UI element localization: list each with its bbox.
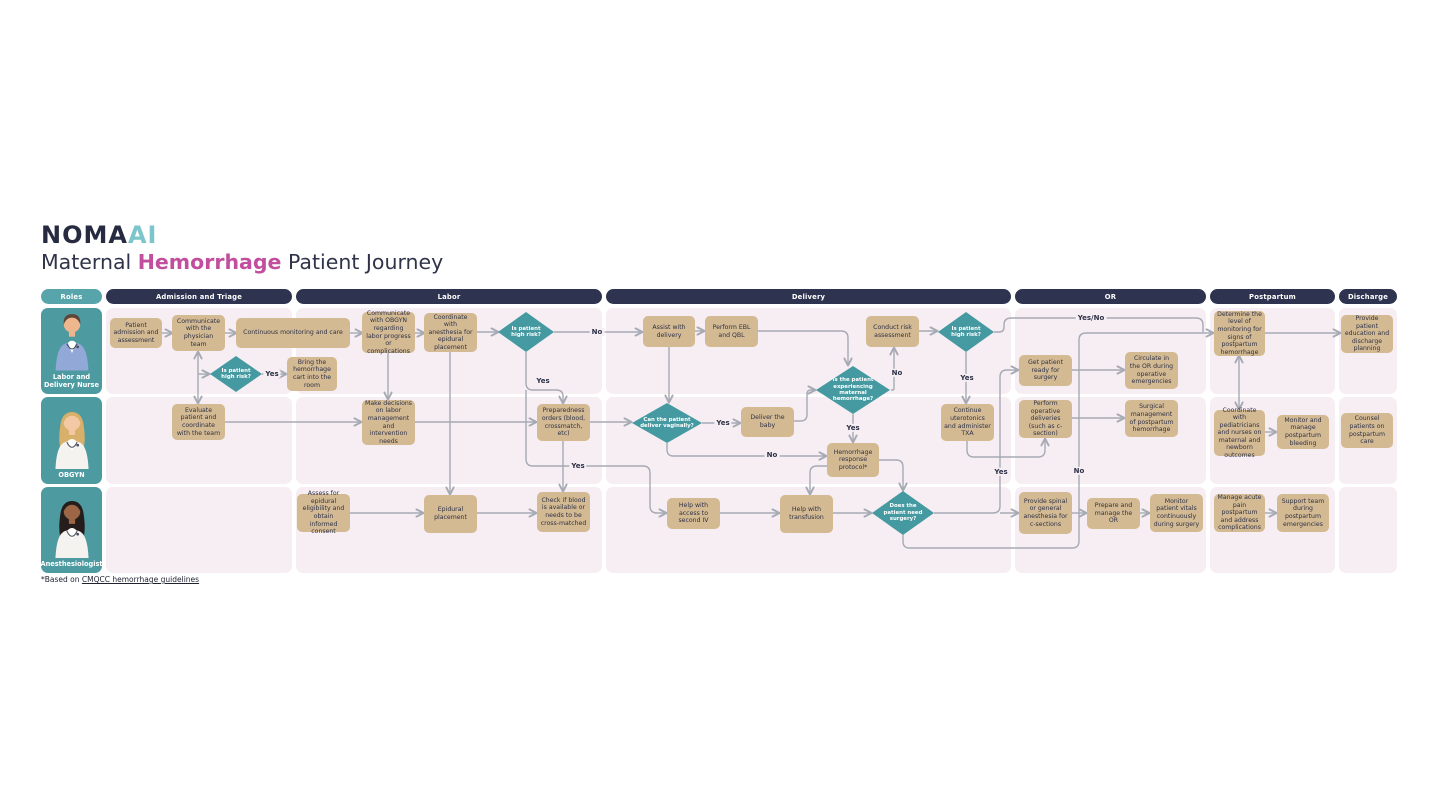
task-o8: Continue uterotonics and administer TXA — [941, 404, 994, 441]
task-o10: Surgical management of postpartum hemorr… — [1125, 400, 1178, 437]
edge-label-no-7: No — [889, 368, 905, 378]
page-title: Maternal Hemorrhage Patient Journey — [41, 250, 443, 274]
phase-header-admission: Admission and Triage — [106, 289, 292, 304]
phase-header-roles: Roles — [41, 289, 102, 304]
footnote: *Based on CMQCC hemorrhage guidelines — [41, 575, 199, 584]
task-o12: Monitor and manage postpartum bleeding — [1277, 415, 1329, 449]
avatar-illustration — [54, 411, 89, 469]
task-n15: Determine the level of monitoring for si… — [1214, 311, 1265, 356]
task-a7: Provide spinal or general anesthesia for… — [1019, 492, 1072, 534]
task-o9: Perform operative deliveries (such as c-… — [1019, 400, 1072, 438]
footnote-link-cmqcc[interactable]: CMQCC hemorrhage guidelines — [81, 575, 200, 584]
task-a5: Help with transfusion — [780, 495, 833, 533]
task-o13: Counsel patients on postpartum care — [1341, 413, 1393, 448]
task-o7: Hemorrhage response protocol* — [827, 443, 879, 477]
task-a3: Check if blood is available or needs to … — [537, 492, 590, 532]
role-label-obgyn: OBGYN — [58, 470, 85, 479]
logo-noma: NOMA — [41, 221, 128, 249]
logo-ai: AI — [127, 221, 158, 249]
phase-header-postpartum: Postpartum — [1210, 289, 1335, 304]
task-a2: Epidural placement — [424, 495, 477, 533]
edge-label-yes-3: Yes — [569, 461, 587, 471]
edge-label-no-1: No — [589, 327, 605, 337]
task-a1: Assess for epidural eligibility and obta… — [297, 490, 350, 535]
edge-label-yes-6: Yes — [844, 423, 862, 433]
task-n9: Assist with delivery — [643, 316, 695, 347]
task-n2: Communicate with the physician team — [172, 315, 225, 351]
task-n1: Patient admission and assessment — [110, 318, 162, 348]
phase-header-or: OR — [1015, 289, 1206, 304]
footnote-text: *Based on — [41, 575, 82, 584]
phase-header-discharge: Discharge — [1339, 289, 1397, 304]
role-card-nurse: Labor and Delivery Nurse — [41, 308, 102, 394]
task-o3: Preparedness orders (blood, crossmatch, … — [537, 404, 590, 441]
role-card-anesthesiologist: Anesthesiologist — [40, 487, 103, 573]
logo: NOMAAI — [41, 221, 157, 249]
task-a8: Prepare and manage the OR — [1087, 498, 1140, 529]
task-n11: Conduct risk assessment — [866, 316, 919, 347]
edge-label-yes-0: Yes — [263, 369, 281, 379]
title-highlight: Hemorrhage — [137, 250, 282, 274]
edge-label-yes-4: Yes — [714, 418, 732, 428]
edge-label-yes-2: Yes — [534, 376, 552, 386]
task-n5: Bring the hemorrhage cart into the room — [287, 357, 337, 391]
avatar-illustration — [55, 314, 88, 371]
lane-cell-anesthesiologist-admission — [106, 487, 292, 573]
avatar-illustration — [54, 500, 89, 558]
task-a4: Help with access to second IV — [667, 498, 720, 529]
task-n10: Perform EBL and QBL — [705, 316, 758, 347]
task-o1: Evaluate patient and coordinate with the… — [172, 404, 225, 440]
phase-header-delivery: Delivery — [606, 289, 1011, 304]
lane-cell-anesthesiologist-discharge — [1339, 487, 1397, 573]
edge-label-no-5: No — [764, 450, 780, 460]
edge-label-yes-8: Yes — [958, 373, 976, 383]
task-a11: Support team during postpartum emergenci… — [1277, 494, 1329, 532]
phase-header-labor: Labor — [296, 289, 602, 304]
task-a10: Manage acute pain postpartum and address… — [1214, 494, 1265, 532]
task-n16: Provide patient education and discharge … — [1341, 315, 1393, 353]
task-n6: Communicate with OBGYN regarding labor p… — [362, 310, 415, 355]
task-a9: Monitor patient vitals continuously duri… — [1150, 494, 1203, 532]
task-n14: Circulate in the OR during operative eme… — [1125, 352, 1178, 389]
task-n3: Continuous monitoring and care — [236, 318, 350, 348]
role-label-nurse: Labor and Delivery Nurse — [44, 372, 99, 389]
task-n7: Coordinate with anesthesia for epidural … — [424, 313, 477, 352]
role-card-obgyn: OBGYN — [41, 397, 102, 484]
role-label-anesthesiologist: Anesthesiologist — [40, 559, 103, 568]
edge-label-no-11: No — [1071, 466, 1087, 476]
edge-label-yes-no-9: Yes/No — [1075, 313, 1107, 323]
task-o5: Deliver the baby — [741, 407, 794, 437]
task-o2: Make decisions on labor management and i… — [362, 400, 415, 445]
title-suffix: Patient Journey — [281, 250, 444, 274]
task-o11: Coordinate with pediatricians and nurses… — [1214, 407, 1265, 459]
edge-label-yes-10: Yes — [992, 467, 1010, 477]
task-n13: Get patient ready for surgery — [1019, 355, 1072, 386]
title-prefix: Maternal — [41, 250, 138, 274]
